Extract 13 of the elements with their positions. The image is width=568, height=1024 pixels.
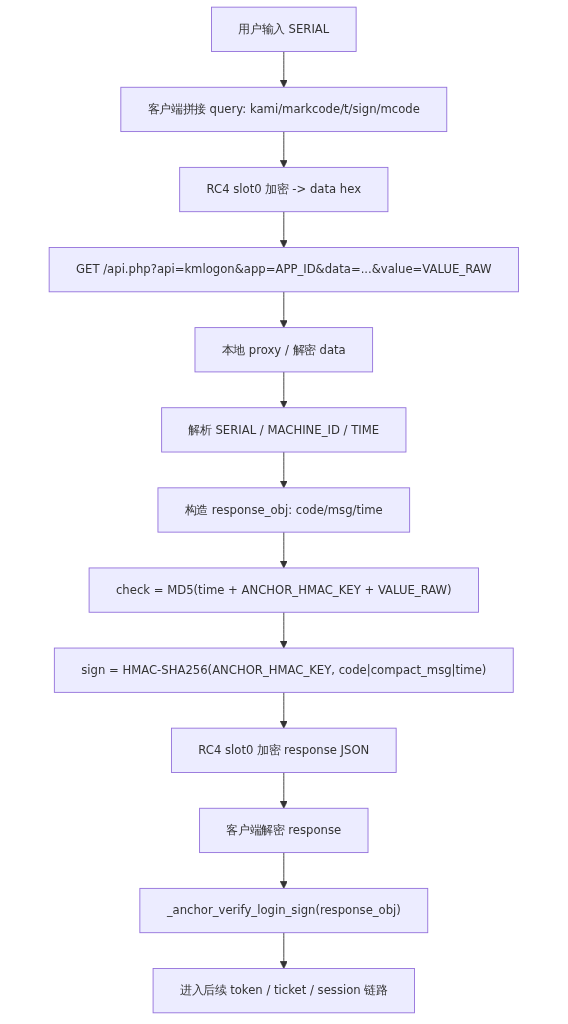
node-box: 客户端解密 response (199, 807, 369, 854)
node-box: RC4 slot0 加密 -> data hex (179, 166, 389, 213)
node-box: _anchor_verify_login_sign(response_obj) (139, 887, 429, 934)
node-box: GET /api.php?api=kmlogon&app=APP_ID&data=...&value=VALUE_RAW (48, 247, 520, 293)
node-box: 本地 proxy / 解密 data (194, 327, 374, 373)
node-box: 构造 response_obj: code/msg/time (157, 487, 411, 533)
node-box: 用户输入 SERIAL (211, 6, 357, 52)
node-box: sign = HMAC-SHA256(ANCHOR_HMAC_KEY, code|compact_msg|time) (54, 647, 514, 693)
node-box: RC4 slot0 加密 response JSON (171, 727, 397, 773)
node-box: check = MD5(time + ANCHOR_HMAC_KEY + VALUE_RAW) (88, 567, 480, 613)
node-box: 进入后续 token / ticket / session 链路 (152, 968, 416, 1014)
node-box: 解析 SERIAL / MACHINE_ID / TIME (161, 407, 407, 453)
node-box: 客户端拼接 query: kami/markcode/t/sign/mcode (120, 86, 448, 133)
